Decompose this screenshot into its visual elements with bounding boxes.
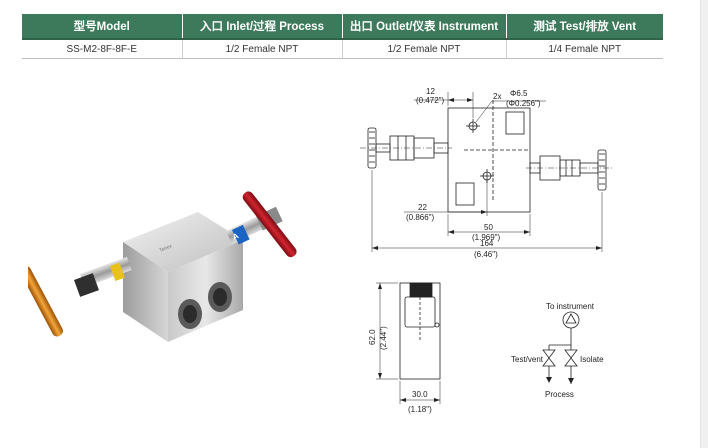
front-view-block bbox=[447, 107, 531, 213]
dim-12: 12 bbox=[426, 87, 435, 96]
header-outlet: 出口 Outlet/仪表 Instrument bbox=[342, 14, 507, 40]
header-test-vent: 测试 Test/排放 Vent bbox=[506, 14, 663, 40]
dim-22: 22 bbox=[418, 203, 427, 212]
svg-text:A: A bbox=[231, 231, 240, 242]
block-left-face bbox=[123, 242, 168, 342]
label-to-instrument: To instrument bbox=[546, 302, 595, 311]
block-top bbox=[123, 212, 243, 272]
hole-dia-in: (Φ0.256") bbox=[506, 99, 541, 108]
tag-yellow bbox=[110, 262, 125, 282]
cell-inlet: 1/2 Female NPT bbox=[182, 39, 343, 59]
dim-62: 62.0 bbox=[368, 329, 377, 345]
orange-handle bbox=[28, 265, 63, 337]
header-model: 型号Model bbox=[22, 14, 183, 40]
vent-valve-symbol bbox=[542, 349, 556, 359]
right-handle-drawing bbox=[597, 149, 607, 191]
cell-model: SS-M2-8F-8F-E bbox=[22, 39, 183, 59]
dim-12-in: (0.472") bbox=[416, 96, 445, 105]
isolate-valve-symbol bbox=[564, 349, 578, 359]
dim-30-in: (1.18") bbox=[408, 405, 432, 414]
hole-count: 2x bbox=[493, 92, 501, 101]
spec-header-row: 型号Model 入口 Inlet/过程 Process 出口 Outlet/仪表… bbox=[22, 14, 663, 40]
cell-test-vent: 1/4 Female NPT bbox=[506, 39, 663, 59]
dim-22-in: (0.866") bbox=[406, 213, 435, 222]
tag-blue bbox=[231, 224, 250, 245]
red-handle bbox=[242, 191, 297, 258]
body-marking: Tenex bbox=[159, 243, 174, 254]
dim-164: 164 bbox=[480, 239, 494, 248]
table-row: SS-M2-8F-8F-E 1/2 Female NPT 1/2 Female … bbox=[22, 39, 663, 59]
dim-30: 30.0 bbox=[412, 390, 428, 399]
label-test-vent: Test/vent bbox=[511, 355, 544, 364]
dim-164-in: (6.46") bbox=[474, 250, 498, 259]
dim-50-in: (1.969") bbox=[472, 233, 501, 242]
spec-table: 型号Model 入口 Inlet/过程 Process 出口 Outlet/仪表… bbox=[22, 14, 663, 59]
header-inlet: 入口 Inlet/过程 Process bbox=[182, 14, 343, 40]
dim-62-in: (2.44") bbox=[379, 326, 388, 350]
label-isolate: Isolate bbox=[580, 355, 604, 364]
label-process: Process bbox=[545, 390, 574, 399]
window-edge bbox=[700, 0, 708, 448]
product-photo: Tenex A bbox=[28, 191, 297, 342]
hole-dia: Φ6.5 bbox=[510, 89, 528, 98]
dim-50: 50 bbox=[484, 223, 493, 232]
cell-outlet: 1/2 Female NPT bbox=[342, 39, 507, 59]
